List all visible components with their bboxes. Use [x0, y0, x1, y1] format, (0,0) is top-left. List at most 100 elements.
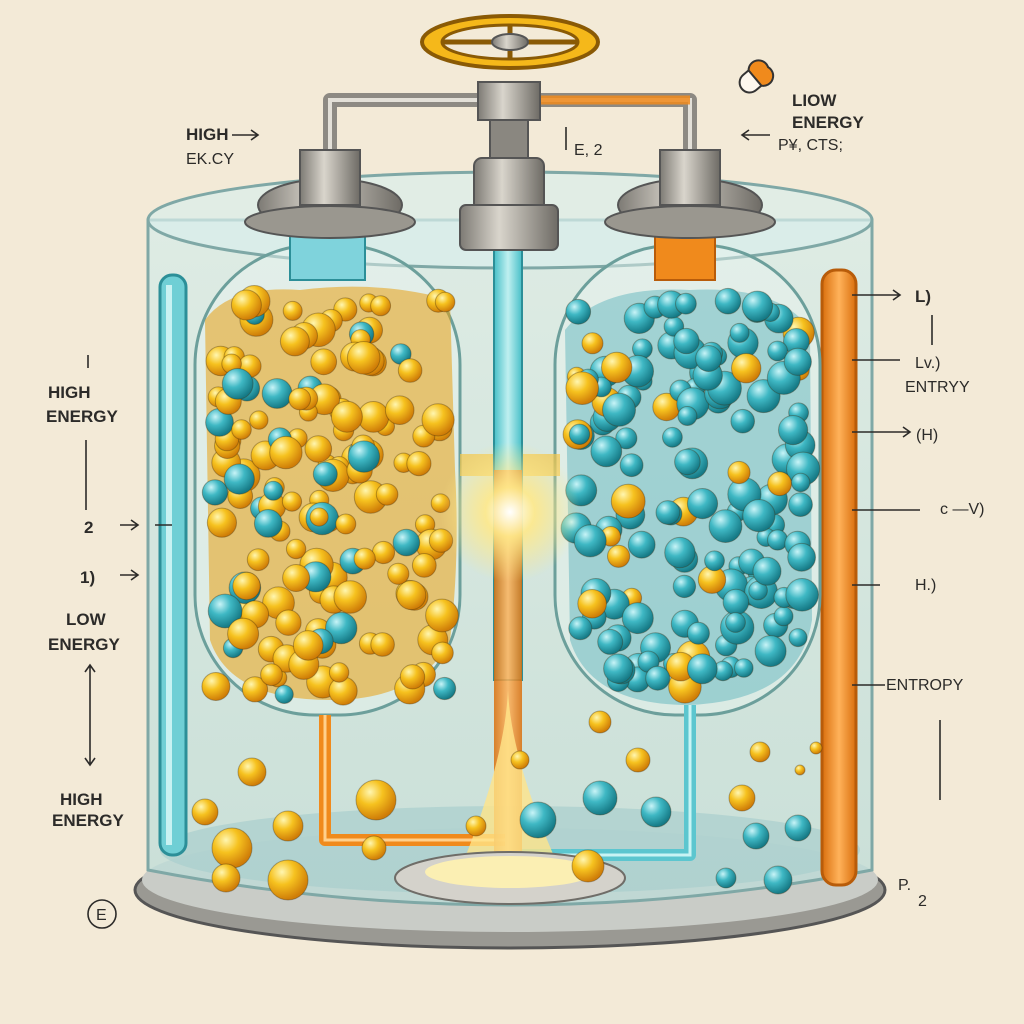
- particle: [384, 395, 415, 426]
- particle: [674, 448, 701, 476]
- particle: [330, 400, 363, 433]
- particle: [207, 593, 243, 629]
- particle: [625, 747, 651, 773]
- label-left-bottom-energy: ENERGY: [52, 811, 124, 830]
- capsule-icon: [738, 59, 775, 94]
- particle: [261, 378, 293, 409]
- label-left-low-energy: ENERGY: [48, 635, 120, 654]
- particle: [730, 408, 756, 434]
- particle: [221, 368, 254, 400]
- particle: [191, 798, 219, 826]
- particle: [607, 544, 631, 568]
- particle: [610, 483, 646, 519]
- particle: [741, 290, 774, 322]
- particle: [729, 322, 750, 343]
- particle: [754, 635, 787, 668]
- particle: [375, 483, 399, 506]
- particle: [597, 628, 624, 655]
- particle: [752, 556, 782, 586]
- particle: [601, 351, 633, 384]
- label-right-p: P.: [898, 877, 911, 894]
- label-top-left-high: HIGH: [186, 125, 229, 144]
- particle: [619, 453, 644, 478]
- particle: [627, 530, 656, 559]
- particle: [568, 423, 591, 445]
- particle: [742, 498, 776, 533]
- label-left-low: LOW: [66, 610, 107, 629]
- particle: [232, 571, 261, 601]
- particle: [763, 865, 793, 895]
- particle: [749, 741, 771, 763]
- label-top-left-sub: EK.CY: [186, 151, 234, 168]
- particle: [785, 578, 819, 612]
- particle: [686, 488, 719, 520]
- particle: [288, 387, 312, 411]
- particle: [269, 435, 303, 470]
- particle: [602, 392, 636, 427]
- particle: [715, 867, 737, 889]
- junction-glow: [440, 442, 580, 582]
- particle: [573, 524, 607, 558]
- particle: [285, 538, 307, 560]
- label-right-h1: (H): [916, 427, 938, 444]
- particle: [231, 419, 252, 440]
- particle: [397, 358, 423, 383]
- particle: [510, 750, 530, 770]
- particle: [387, 562, 410, 585]
- particle: [272, 810, 304, 842]
- particle: [237, 757, 267, 787]
- particle: [731, 353, 762, 384]
- particle: [353, 547, 376, 570]
- particle: [519, 801, 557, 839]
- labels: HIGH EK.CY E, 2 LIOW ENERGY P¥, CTS; HIG…: [46, 91, 984, 924]
- particle: [206, 507, 237, 538]
- label-left-energy: ENERGY: [46, 407, 118, 426]
- particle: [794, 764, 806, 776]
- particle: [788, 492, 813, 518]
- left-teal-tube: [158, 273, 188, 857]
- particle: [568, 616, 593, 641]
- particle: [421, 403, 455, 437]
- particle: [267, 859, 309, 901]
- particle: [333, 580, 368, 614]
- label-top-right-sub: P¥, CTS;: [778, 137, 843, 154]
- particle: [773, 606, 794, 627]
- label-right-entropy: ENTROPY: [886, 677, 964, 694]
- particle: [201, 672, 231, 701]
- particle: [406, 451, 432, 477]
- particle: [571, 849, 605, 883]
- valve-wheel: [420, 14, 600, 70]
- particle: [211, 827, 253, 869]
- particle: [582, 780, 618, 816]
- particle: [590, 435, 623, 468]
- particle: [249, 410, 269, 430]
- particle: [433, 676, 457, 701]
- particle: [742, 822, 770, 850]
- label-top-center: E, 2: [574, 142, 603, 159]
- loose-particles: [191, 710, 823, 901]
- particle: [411, 553, 437, 578]
- particle: [809, 741, 823, 755]
- label-right-entry: ENTRYY: [905, 379, 970, 396]
- particle: [227, 617, 260, 650]
- particle: [686, 653, 718, 685]
- particle: [728, 784, 756, 812]
- particle: [621, 602, 654, 635]
- particle: [253, 509, 283, 538]
- annotation-lines: [84, 127, 941, 800]
- label-top-right-low: LIOW: [792, 91, 837, 110]
- particle: [722, 588, 750, 616]
- label-left-two: 2: [84, 518, 93, 537]
- label-right-h2: H.): [915, 577, 936, 594]
- particle: [767, 471, 792, 497]
- particle: [725, 612, 746, 633]
- particle: [325, 611, 358, 645]
- particle: [263, 480, 284, 501]
- particle: [672, 574, 697, 599]
- label-top-right-energy: ENERGY: [792, 113, 864, 132]
- particle: [686, 621, 710, 645]
- particle: [788, 628, 808, 648]
- particle: [784, 814, 812, 842]
- label-left-bottom-high: HIGH: [60, 790, 103, 809]
